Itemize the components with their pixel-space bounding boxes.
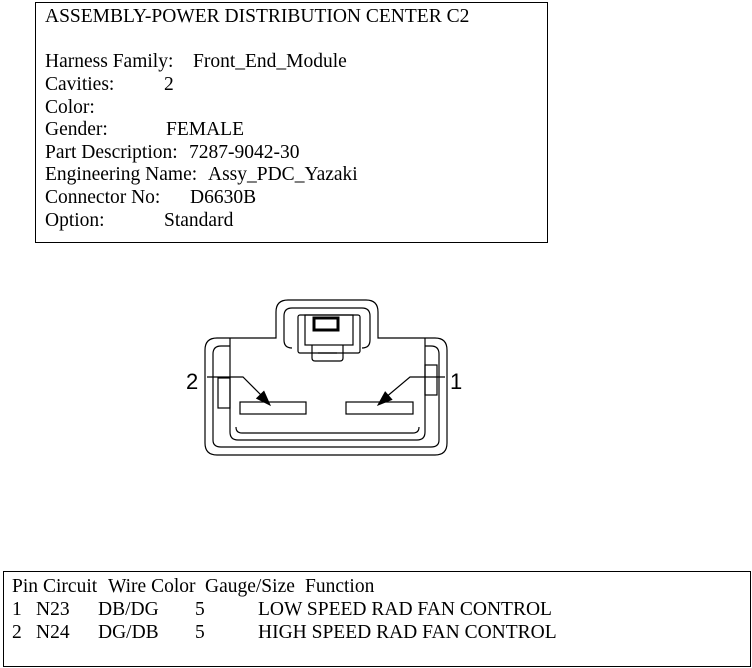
field-value: D6630B xyxy=(190,186,257,208)
field-label: Harness Family: xyxy=(45,51,174,73)
connector-tab-inner-outline xyxy=(283,307,371,349)
pin-2-arrowhead xyxy=(255,390,272,407)
field-value: Assy_PDC_Yazaki xyxy=(208,164,358,186)
wire-color-header: Wire Color xyxy=(108,576,196,598)
circuit-header: Circuit xyxy=(43,576,98,598)
connector-body-outline xyxy=(204,299,448,456)
field-value: Front_End_Module xyxy=(193,51,347,73)
field-value: 7287-9042-30 xyxy=(189,141,300,163)
connector-title: ASSEMBLY-POWER DISTRIBUTION CENTER C2 xyxy=(45,6,470,28)
pin-table-header: Pin Circuit Wire Color Gauge/Size Functi… xyxy=(4,576,750,599)
pin-2-leader-line xyxy=(207,376,265,399)
field-engineering-name: Engineering Name: Assy_PDC_Yazaki xyxy=(36,164,547,187)
pin-table-row: 2 N24 DG/DB 5 HIGH SPEED RAD FAN CONTROL xyxy=(4,622,750,645)
field-cavities: Cavities: 2 xyxy=(36,74,547,97)
pin-1-label: 1 xyxy=(450,369,462,394)
field-part-description: Part Description: 7287-9042-30 xyxy=(36,142,547,165)
connector-fields: Harness Family: Front_End_Module Cavitie… xyxy=(36,51,547,232)
terminal-slot-pin-2 xyxy=(239,401,307,415)
field-connector-no: Connector No: D6630B xyxy=(36,187,547,210)
connector-cavity-floor-line xyxy=(235,426,420,434)
field-label: Option: xyxy=(45,209,105,231)
latch-inner-frame xyxy=(304,314,354,346)
pin-cell: 1 xyxy=(12,599,22,620)
field-option: Option: Standard xyxy=(36,210,547,233)
connector-info-box: ASSEMBLY-POWER DISTRIBUTION CENTER C2 Ha… xyxy=(35,2,548,243)
function-cell: HIGH SPEED RAD FAN CONTROL xyxy=(258,621,557,643)
connector-cavity-outline xyxy=(229,338,426,441)
field-value: FEMALE xyxy=(166,119,244,141)
connector-body-inner-outline xyxy=(212,345,440,448)
field-label: Gender: xyxy=(45,119,108,141)
field-label: Color: xyxy=(45,96,95,118)
latch-window xyxy=(312,316,340,332)
side-lock-left xyxy=(217,377,231,409)
field-label: Cavities: xyxy=(45,73,115,95)
latch-housing xyxy=(297,314,361,354)
field-color: Color: xyxy=(36,97,547,120)
pin-header: Pin xyxy=(12,576,39,598)
wire-color-cell: DG/DB xyxy=(98,621,159,643)
field-label: Connector No: xyxy=(45,186,161,208)
pin-1-arrowhead xyxy=(376,391,393,406)
wire-color-cell: DB/DG xyxy=(98,599,159,620)
field-harness-family: Harness Family: Front_End_Module xyxy=(36,51,547,74)
pin-2-label: 2 xyxy=(186,369,198,394)
field-gender: Gender: FEMALE xyxy=(36,119,547,142)
circuit-cell: N23 xyxy=(36,599,70,620)
latch-tongue xyxy=(311,345,344,362)
function-header: Function xyxy=(305,576,375,598)
pin-cell: 2 xyxy=(12,621,22,643)
field-label: Part Description: xyxy=(45,141,178,163)
pin-table: Pin Circuit Wire Color Gauge/Size Functi… xyxy=(3,571,751,667)
pin-table-row: 1 N23 DB/DG 5 LOW SPEED RAD FAN CONTROL xyxy=(4,599,750,622)
field-label: Engineering Name: xyxy=(45,164,198,186)
field-value: 2 xyxy=(164,73,174,95)
pin-1-leader-line xyxy=(384,376,445,399)
field-value: Standard xyxy=(164,209,234,231)
gauge-size-cell: 5 xyxy=(195,599,205,620)
gauge-size-header: Gauge/Size xyxy=(205,576,295,598)
gauge-size-cell: 5 xyxy=(195,621,205,643)
function-cell: LOW SPEED RAD FAN CONTROL xyxy=(258,599,552,620)
circuit-cell: N24 xyxy=(36,621,70,643)
side-lock-right xyxy=(424,364,438,396)
